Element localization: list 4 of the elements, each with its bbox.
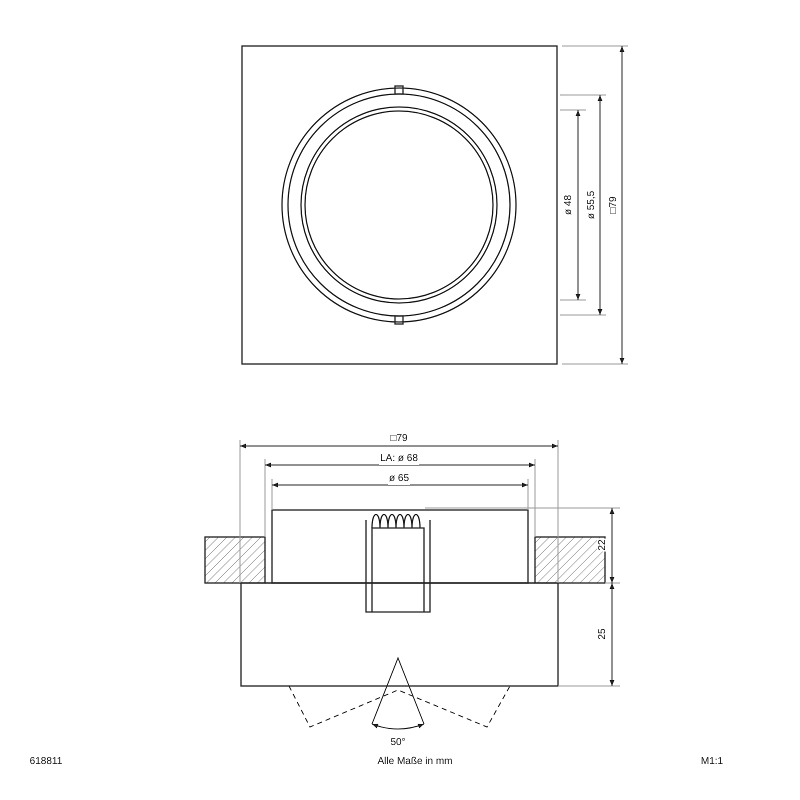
dimension-label: 22 (597, 538, 609, 552)
dimension-label: ø 65 (388, 473, 410, 485)
dimension-label: LA: ø 68 (379, 453, 419, 465)
dimension-label: ø 55,5 (586, 190, 598, 220)
